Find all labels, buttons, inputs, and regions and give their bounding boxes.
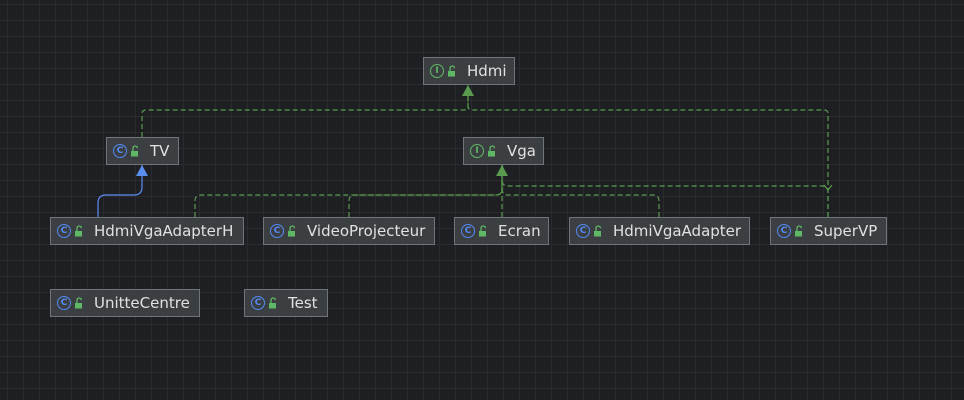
edge-junction-marker	[823, 184, 833, 191]
lock-open-icon	[288, 225, 296, 237]
node-label: HdmiVgaAdapter	[613, 222, 742, 240]
node-hdmi[interactable]: I Hdmi	[423, 57, 515, 85]
node-label: VideoProjecteur	[307, 222, 426, 240]
class-icon: C	[270, 224, 284, 238]
lock-open-icon	[795, 225, 803, 237]
arrowhead-hdmi	[462, 85, 474, 96]
lock-open-icon	[75, 225, 83, 237]
node-label: SuperVP	[814, 222, 878, 240]
lock-open-icon	[131, 145, 139, 157]
arrowhead-vga	[496, 165, 508, 176]
class-icon: C	[576, 224, 590, 238]
edge-hdmivgaadapterh-to-vga	[194, 165, 503, 217]
node-label: TV	[150, 142, 170, 160]
class-icon: C	[461, 224, 475, 238]
node-label: Vga	[507, 142, 536, 160]
node-hdmivgaadapter[interactable]: C HdmiVgaAdapter	[569, 217, 750, 245]
node-supervp[interactable]: C SuperVP	[770, 217, 887, 245]
lock-open-icon	[488, 145, 496, 157]
interface-icon: I	[430, 64, 444, 78]
node-label: Hdmi	[467, 62, 507, 80]
node-tv[interactable]: C TV	[106, 137, 179, 165]
edge-hdmivgaadapter-to-vga	[501, 165, 660, 217]
interface-icon: I	[470, 144, 484, 158]
node-label: UnitteCentre	[94, 294, 190, 312]
node-hdmivgaadapterh[interactable]: C HdmiVgaAdapterH	[50, 217, 244, 245]
node-unittecentre[interactable]: C UnitteCentre	[50, 289, 200, 317]
class-icon: C	[57, 296, 71, 310]
lock-open-icon	[448, 65, 456, 77]
edge-hdmivgaadapterh-to-tv	[97, 165, 143, 217]
arrowhead-tv	[136, 165, 148, 176]
lock-open-icon	[594, 225, 602, 237]
lock-open-icon	[269, 297, 277, 309]
node-videoprojecteur[interactable]: C VideoProjecteur	[263, 217, 435, 245]
edge-supervp-to-vga	[501, 165, 829, 217]
class-icon: C	[57, 224, 71, 238]
class-icon: C	[777, 224, 791, 238]
edge-videoprojecteur-to-vga	[348, 165, 503, 217]
node-label: Ecran	[498, 222, 541, 240]
node-vga[interactable]: I Vga	[463, 137, 544, 165]
node-ecran[interactable]: C Ecran	[454, 217, 549, 245]
lock-open-icon	[479, 225, 487, 237]
class-icon: C	[113, 144, 127, 158]
lock-open-icon	[75, 297, 83, 309]
node-test[interactable]: C Test	[244, 289, 328, 317]
node-label: Test	[288, 294, 318, 312]
class-icon: C	[251, 296, 265, 310]
edge-tv-to-hdmi	[141, 85, 469, 137]
node-label: HdmiVgaAdapterH	[94, 222, 234, 240]
edge-supervp-to-hdmi	[467, 85, 829, 217]
